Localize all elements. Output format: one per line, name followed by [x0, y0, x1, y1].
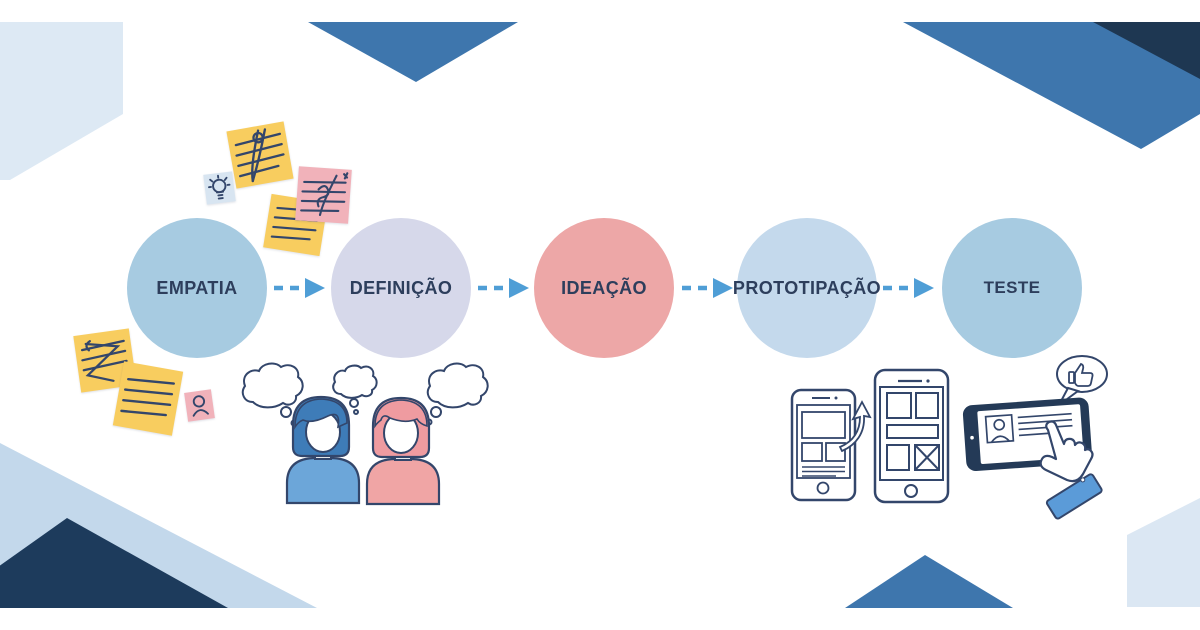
stage-circle-definicao: DEFINIÇÃO [331, 218, 471, 358]
arrow-icon-3 [682, 278, 733, 298]
person-pink-illustration [365, 396, 441, 506]
stage-label-empatia: EMPATIA [156, 277, 238, 298]
tablet-hand-illustration [955, 350, 1135, 525]
person-blue-shirt [285, 456, 361, 505]
corner-top-left-shape [0, 22, 123, 180]
smartphone-large-icon [873, 368, 950, 504]
person-blue-fringe [294, 398, 348, 430]
corner-top-right-navy-shape [1093, 22, 1200, 79]
thought-bubble-icon-left [241, 362, 304, 427]
sticky-note-icon-person [184, 389, 215, 422]
stage-circle-teste: TESTE [942, 218, 1082, 358]
lightbulb-note-icon [203, 171, 236, 205]
stage-label-teste: TESTE [983, 278, 1041, 297]
arrow-icon-1 [274, 278, 325, 298]
pointing-hand-icon [1039, 420, 1103, 520]
arrow-icon-4 [883, 278, 934, 298]
thought-bubble-icon-middle [332, 364, 378, 415]
thumbs-up-bubble-icon [1056, 355, 1108, 406]
smartphone-wireframes-illustration [770, 355, 960, 505]
sticky-note-icon-bottom-1 [73, 328, 137, 393]
bottom-triangle-shape [845, 555, 1013, 608]
upgrade-arrow-icon [838, 400, 872, 453]
corner-top-right-blue-shape [903, 22, 1200, 149]
thinking-people-illustration [226, 350, 492, 522]
top-triangle-shape [308, 22, 518, 82]
stage-circle-empatia: EMPATIA [127, 218, 267, 358]
sticky-note-icon-pink [295, 166, 352, 224]
stage-label-ideacao: IDEAÇÃO [561, 277, 647, 298]
sticky-note-icon-top-1 [226, 121, 294, 189]
person-blue-illustration [285, 395, 361, 505]
stage-circle-ideacao: IDEAÇÃO [534, 218, 674, 358]
stage-circle-prototipacao: PROTOTIPAÇÃO [733, 218, 881, 358]
arrow-icon-2 [478, 278, 529, 298]
person-pink-shirt [365, 457, 441, 506]
corner-bottom-left-navy-shape [0, 518, 228, 608]
person-pink-fringe [374, 399, 428, 429]
stage-label-prototipacao: PROTOTIPAÇÃO [732, 277, 882, 298]
profile-card-wireframe [984, 412, 1073, 444]
corner-bottom-right-shape [1127, 498, 1200, 607]
sticky-note-icon-bottom-2 [112, 361, 184, 436]
stage-label-definicao: DEFINIÇÃO [349, 277, 453, 298]
thought-bubble-icon-right [425, 362, 489, 426]
